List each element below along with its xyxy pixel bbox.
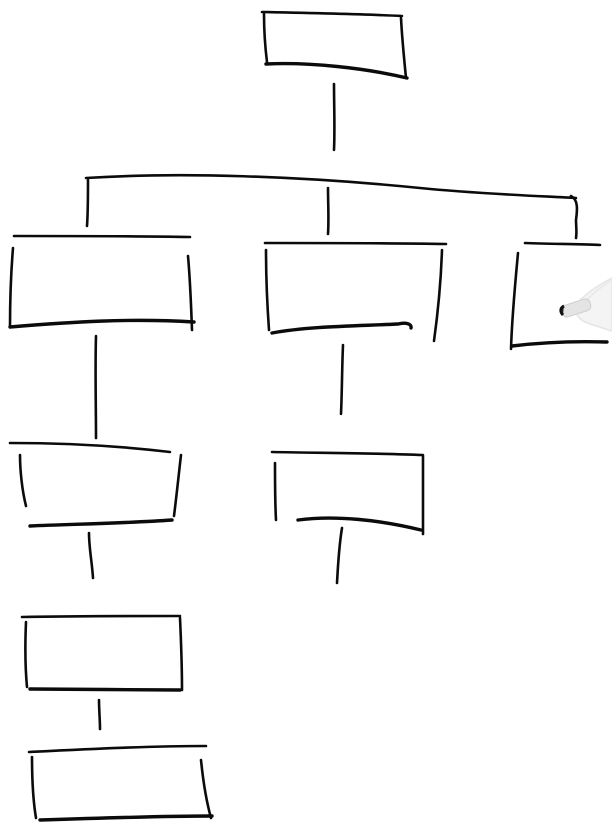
connector-distribution-bar [86,175,576,198]
node-root [262,12,407,78]
node-level1-left [10,236,194,330]
connector-l3left-l4left [99,700,100,729]
node-level1-middle [265,243,446,341]
node-level4-left [29,746,212,820]
connector-drop-left [87,180,88,226]
connector-l2left-l3left [89,533,93,578]
node-level2-middle [272,452,423,534]
connector-l1mid-l2mid [341,345,343,414]
marker-hand-icon [560,278,612,331]
node-level3-left [22,616,182,690]
connector-below-l2mid [337,528,342,583]
connector-drop-right [571,196,577,238]
node-level2-left [10,443,181,526]
